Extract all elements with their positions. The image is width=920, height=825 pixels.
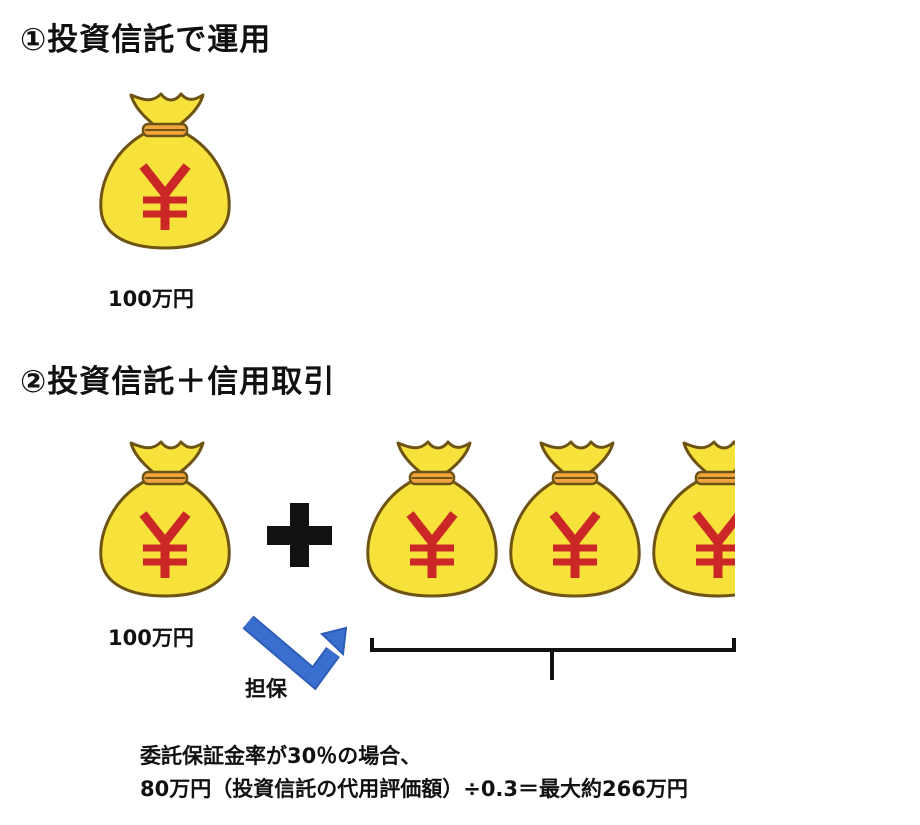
collateral-label: 担保: [245, 677, 287, 701]
note-line-1: 委託保証金率が30％の場合、: [140, 744, 422, 768]
bracket-icon: [370, 638, 736, 680]
money-bag-yen-icon: [101, 442, 229, 596]
section2-amount-label: 100万円: [108, 626, 194, 650]
section1-heading: ①投資信託で運用: [20, 22, 272, 58]
collateral-arrow-icon: [242, 615, 348, 691]
section1-amount-label: 100万円: [108, 287, 194, 311]
money-bag-yen-icon: [511, 442, 639, 596]
money-bag-yen-icon: [368, 442, 496, 596]
plus-icon: [267, 503, 332, 567]
note-line-2: 80万円（投資信託の代用評価額）÷0.3＝最大約266万円: [140, 777, 688, 801]
section2-heading: ②投資信託＋信用取引: [20, 364, 336, 400]
money-bag-yen-icon: [654, 442, 782, 596]
